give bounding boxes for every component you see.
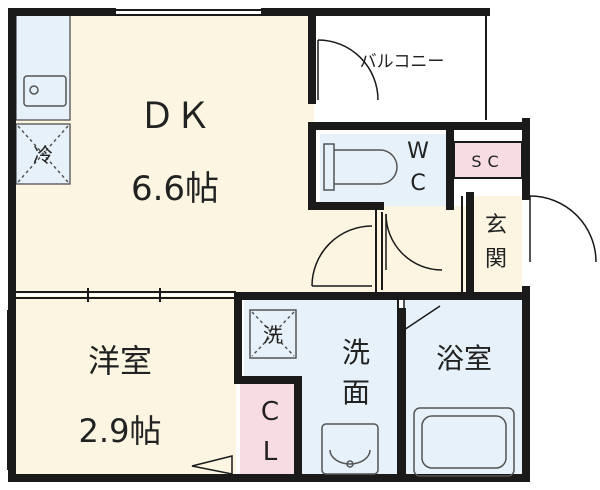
hall-floor — [314, 206, 376, 296]
yokushitsu-floor — [404, 300, 524, 476]
closet-floor — [240, 380, 296, 476]
genkan-label-2: 関 — [485, 247, 507, 272]
sc-label: SC — [471, 152, 504, 171]
wc-floor — [320, 134, 446, 206]
walls — [8, 8, 530, 482]
closet-label-c: C — [261, 397, 279, 427]
youshitsu-size: 2.9帖 — [79, 412, 162, 450]
youshitsu-floor — [14, 296, 236, 476]
door-swings — [191, 39, 597, 475]
youshitsu-name: 洋室 — [88, 342, 152, 380]
senmen-label-1: 洗 — [342, 336, 370, 369]
closet-label-l: L — [263, 437, 278, 467]
kitchen-counter — [15, 13, 71, 121]
fixtures — [17, 75, 515, 477]
yokushitsu-label: 浴室 — [436, 342, 492, 375]
dk-name: ＤＫ — [139, 96, 211, 137]
hall-floor-2 — [376, 206, 468, 296]
genkan-floor — [470, 196, 522, 292]
senmen-label-2: 面 — [342, 376, 370, 409]
wc-label-c: C — [410, 171, 425, 196]
thin-walls — [7, 9, 487, 476]
wc-label-w: W — [407, 139, 429, 164]
balcony-label: バルコニー — [360, 52, 445, 72]
dk-size: 6.6帖 — [131, 169, 219, 209]
genkan-label-1: 玄 — [485, 213, 507, 238]
washer-label: 洗 — [263, 323, 283, 347]
fridge-label: 冷 — [33, 143, 53, 167]
